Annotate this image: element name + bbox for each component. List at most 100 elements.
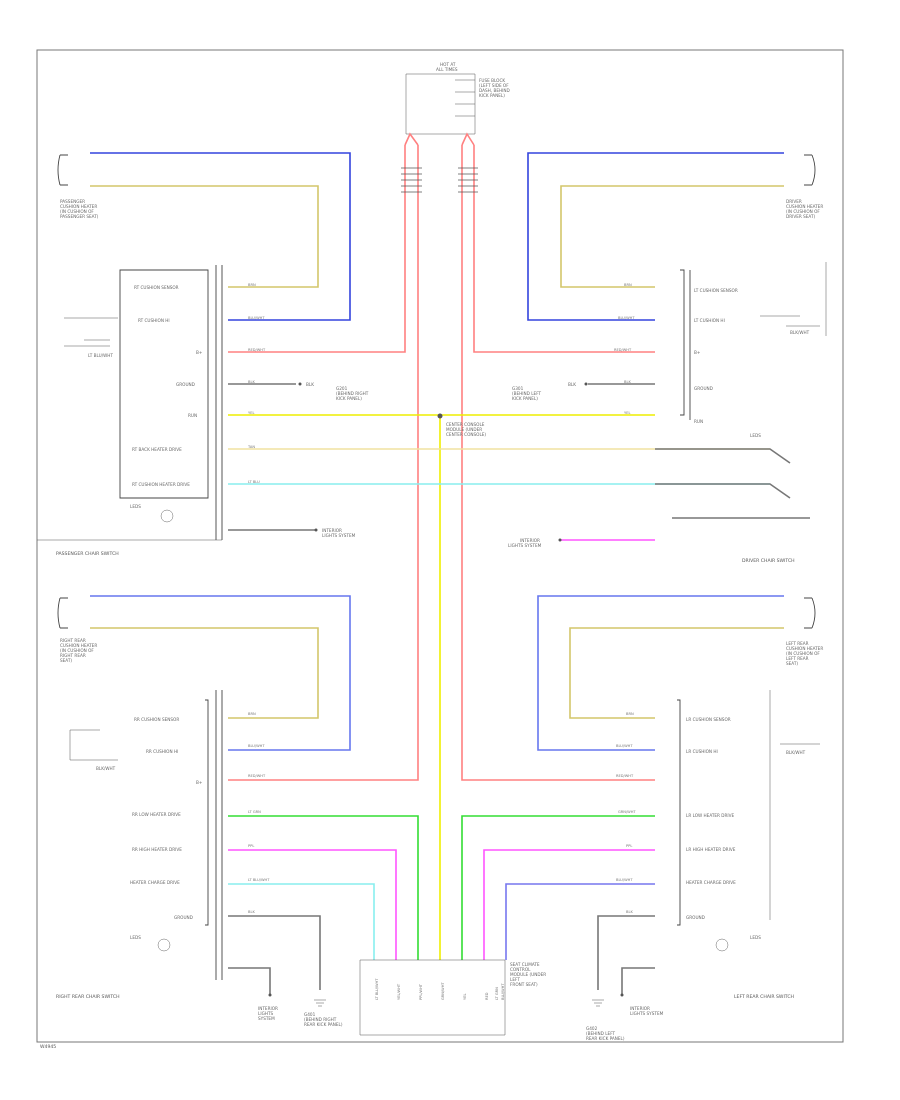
svg-text:BLU/WHT: BLU/WHT: [248, 744, 265, 748]
svg-text:RR HIGH HEATER DRIVE: RR HIGH HEATER DRIVE: [132, 847, 182, 852]
svg-text:RED: RED: [485, 992, 489, 1000]
svg-text:LIGHTS SYSTEM: LIGHTS SYSTEM: [630, 1011, 664, 1016]
figure-id: W4945: [40, 1044, 56, 1050]
svg-text:BLU/WHT: BLU/WHT: [501, 983, 505, 1000]
svg-text:BRN: BRN: [624, 283, 632, 287]
svg-text:LR LOW HEATER DRIVE: LR LOW HEATER DRIVE: [686, 813, 735, 818]
svg-text:CUSHION HEATER: CUSHION HEATER: [60, 204, 97, 209]
svg-text:BLK: BLK: [624, 380, 631, 384]
svg-text:MODULE (UNDER: MODULE (UNDER: [510, 972, 546, 977]
svg-text:G301: G301: [512, 386, 524, 391]
svg-text:CONTROL: CONTROL: [510, 967, 531, 972]
svg-text:LR HIGH HEATER DRIVE: LR HIGH HEATER DRIVE: [686, 847, 736, 852]
svg-text:G402: G402: [586, 1026, 598, 1031]
svg-text:LEFT REAR: LEFT REAR: [786, 641, 809, 646]
svg-text:LEDS: LEDS: [130, 935, 141, 940]
svg-text:BRN: BRN: [248, 712, 256, 716]
passenger-heater: PASSENGER CUSHION HEATER (IN CUSHION OF …: [57, 154, 99, 219]
svg-text:CUSHION HEATER: CUSHION HEATER: [786, 646, 823, 651]
svg-text:RED/WHT: RED/WHT: [248, 348, 266, 352]
svg-text:(LEFT SIDE OF: (LEFT SIDE OF: [479, 83, 509, 88]
svg-text:YEL/WHT: YEL/WHT: [397, 983, 401, 1000]
svg-text:INTERIOR: INTERIOR: [322, 528, 342, 533]
svg-text:LEFT REAR: LEFT REAR: [786, 656, 809, 661]
svg-text:CENTER CONSOLE: CENTER CONSOLE: [446, 422, 485, 427]
svg-text:MODULE (UNDER: MODULE (UNDER: [446, 427, 482, 432]
svg-text:RT CUSHION HEATER DRIVE: RT CUSHION HEATER DRIVE: [132, 482, 190, 487]
svg-text:INTERIOR: INTERIOR: [258, 1006, 278, 1011]
svg-text:RUN: RUN: [694, 419, 703, 424]
svg-text:INTERIOR: INTERIOR: [520, 538, 540, 543]
ground-references: BLK G201 (BEHIND RIGHT KICK PANEL) BLK G…: [258, 382, 664, 1041]
svg-text:RUN: RUN: [188, 413, 197, 418]
svg-text:(BEHIND RIGHT: (BEHIND RIGHT: [304, 1017, 337, 1022]
svg-text:SYSTEM: SYSTEM: [258, 1016, 275, 1021]
svg-text:(IN CUSHION OF: (IN CUSHION OF: [60, 209, 94, 214]
svg-text:SEAT): SEAT): [786, 661, 798, 666]
svg-text:GROUND: GROUND: [176, 382, 195, 387]
svg-text:KICK PANEL): KICK PANEL): [512, 396, 538, 401]
svg-text:INTERIOR: INTERIOR: [630, 1006, 650, 1011]
svg-text:G201: G201: [336, 386, 348, 391]
svg-text:RED/WHT: RED/WHT: [616, 774, 634, 778]
svg-text:(BEHIND LEFT: (BEHIND LEFT: [512, 391, 542, 396]
svg-text:RR CUSHION HI: RR CUSHION HI: [146, 749, 178, 754]
svg-text:LT BLU: LT BLU: [248, 480, 260, 484]
svg-text:LIGHTS SYSTEM: LIGHTS SYSTEM: [508, 543, 542, 548]
svg-text:CUSHION HEATER: CUSHION HEATER: [786, 204, 823, 209]
svg-text:RT BACK HEATER DRIVE: RT BACK HEATER DRIVE: [132, 447, 182, 452]
svg-text:PPL: PPL: [248, 844, 254, 848]
svg-text:REAR KICK PANEL): REAR KICK PANEL): [304, 1022, 343, 1027]
driver-heater: DRIVER CUSHION HEATER (IN CUSHION OF DRI…: [786, 154, 823, 219]
svg-text:TAN: TAN: [247, 445, 255, 449]
svg-text:LEFT REAR CHAIR SWITCH: LEFT REAR CHAIR SWITCH: [734, 994, 794, 1000]
svg-text:LEDS: LEDS: [750, 935, 761, 940]
svg-text:GROUND: GROUND: [174, 915, 193, 920]
svg-text:GROUND: GROUND: [694, 386, 713, 391]
svg-text:(IN CUSHION OF: (IN CUSHION OF: [60, 648, 94, 653]
svg-text:LEDS: LEDS: [750, 433, 761, 438]
svg-text:(IN CUSHION OF: (IN CUSHION OF: [786, 651, 820, 656]
svg-text:BLK/WHT: BLK/WHT: [790, 330, 810, 335]
right-rear-chair-switch: RR CUSHION SENSOR RR CUSHION HI B+ RR LO…: [56, 690, 270, 1000]
svg-text:BLU/WHT: BLU/WHT: [616, 744, 633, 748]
svg-text:RIGHT REAR: RIGHT REAR: [60, 638, 86, 643]
svg-text:FUSE BLOCK: FUSE BLOCK: [479, 78, 505, 83]
svg-text:RIGHT REAR: RIGHT REAR: [60, 653, 86, 658]
svg-text:LR CUSHION HI: LR CUSHION HI: [686, 749, 718, 754]
svg-text:LT BLU/WHT: LT BLU/WHT: [248, 878, 270, 882]
svg-text:B+: B+: [196, 780, 203, 785]
svg-text:PASSENGER SEAT): PASSENGER SEAT): [60, 214, 99, 219]
fuse-block: HOT AT ALL TIMES FUSE BLOCK (LEFT SIDE O…: [405, 62, 510, 135]
svg-text:LT GRN: LT GRN: [248, 810, 261, 814]
svg-text:ALL TIMES: ALL TIMES: [436, 67, 458, 72]
svg-text:RR LOW HEATER DRIVE: RR LOW HEATER DRIVE: [132, 812, 181, 817]
svg-text:LT BLU/WHT: LT BLU/WHT: [88, 353, 113, 358]
svg-text:DRIVER CHAIR SWITCH: DRIVER CHAIR SWITCH: [742, 558, 795, 564]
svg-text:SEAT): SEAT): [60, 658, 72, 663]
svg-text:RT CUSHION HI: RT CUSHION HI: [138, 318, 170, 323]
svg-text:(BEHIND LEFT: (BEHIND LEFT: [586, 1031, 616, 1036]
svg-text:DASH, BEHIND: DASH, BEHIND: [479, 88, 510, 93]
svg-text:G401: G401: [304, 1012, 316, 1017]
svg-text:KICK PANEL): KICK PANEL): [336, 396, 362, 401]
svg-text:YEL: YEL: [463, 994, 467, 1000]
svg-text:YEL: YEL: [624, 411, 630, 415]
svg-text:YEL: YEL: [248, 411, 254, 415]
svg-text:BLK: BLK: [306, 382, 314, 387]
seat-climate-control-module: SEAT CLIMATE CONTROL MODULE (UNDER LEFT …: [359, 959, 546, 1036]
svg-text:BLK/WHT: BLK/WHT: [96, 766, 116, 771]
svg-text:LT GRN: LT GRN: [495, 987, 499, 1000]
svg-text:LR CUSHION SENSOR: LR CUSHION SENSOR: [686, 717, 731, 722]
svg-text:SEAT CLIMATE: SEAT CLIMATE: [510, 962, 540, 967]
svg-text:LEDS: LEDS: [130, 504, 141, 509]
svg-text:HOT AT: HOT AT: [440, 62, 456, 67]
svg-text:PASSENGER: PASSENGER: [60, 199, 85, 204]
svg-text:HEATER CHARGE DRIVE: HEATER CHARGE DRIVE: [130, 880, 180, 885]
svg-text:KICK PANEL): KICK PANEL): [479, 93, 505, 98]
wires: [90, 132, 810, 995]
svg-text:LEFT: LEFT: [510, 977, 520, 982]
svg-text:(IN CUSHION OF: (IN CUSHION OF: [786, 209, 820, 214]
svg-text:BLK: BLK: [248, 380, 255, 384]
svg-text:PPL: PPL: [626, 844, 632, 848]
